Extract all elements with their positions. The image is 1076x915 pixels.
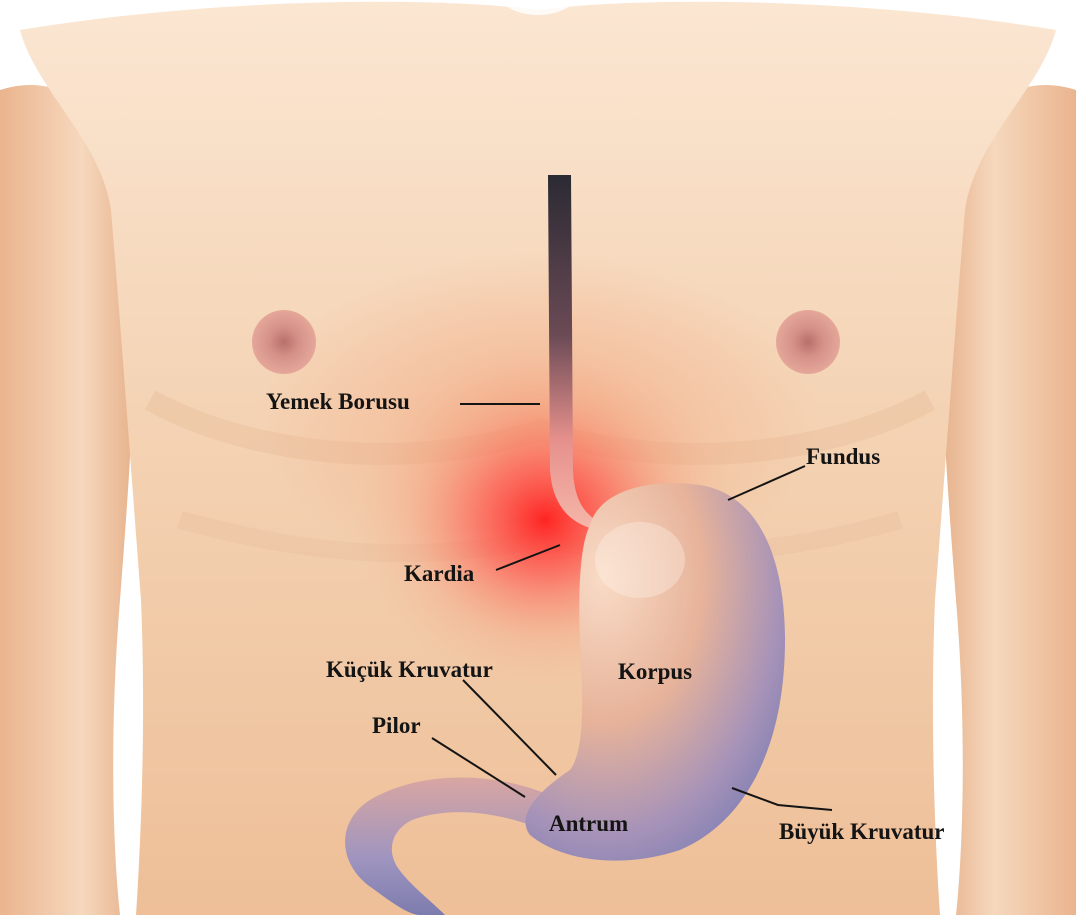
left-nipple	[252, 310, 316, 374]
label-greater-curvature: Büyük Kruvatur	[779, 820, 945, 843]
right-nipple	[776, 310, 840, 374]
label-fundus: Fundus	[806, 445, 880, 468]
label-esophagus: Yemek Borusu	[266, 390, 410, 413]
label-pylorus: Pilor	[372, 714, 421, 737]
label-corpus: Korpus	[618, 660, 692, 683]
label-cardia: Kardia	[404, 562, 474, 585]
label-lesser-curvature: Küçük Kruvatur	[326, 658, 493, 681]
label-antrum: Antrum	[549, 812, 628, 835]
